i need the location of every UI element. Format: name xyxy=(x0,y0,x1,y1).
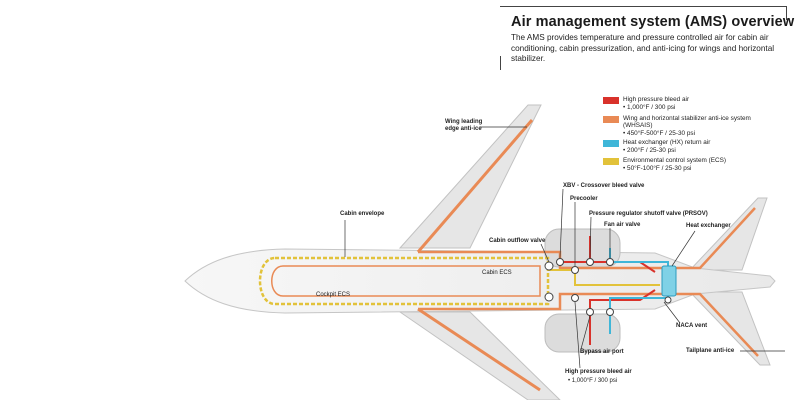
page-title: Air management system (AMS) overview xyxy=(511,14,795,30)
leader-naca xyxy=(663,301,681,324)
valve-lower-2 xyxy=(606,308,614,316)
callout-cabin-ecs: Cabin ECS xyxy=(482,270,512,276)
ecs-supply xyxy=(548,269,660,286)
bleed-lower xyxy=(589,289,656,345)
callout-hp-bleed-value: • 1,000°F / 300 psi xyxy=(568,378,618,384)
callout-cabin-envelope: Cabin envelope xyxy=(340,211,385,217)
legend-swatch-ecs xyxy=(603,158,619,165)
callout-xbv: XBV - Crossover bleed valve xyxy=(563,183,645,189)
title-frame-left xyxy=(500,56,501,70)
callout-cockpit-ecs: Cockpit ECS xyxy=(316,292,351,298)
legend-swatch-anti-ice xyxy=(603,116,619,123)
upper-wing xyxy=(398,104,542,249)
anti-ice-trunk-lower xyxy=(418,292,650,311)
valve-lower-3 xyxy=(571,294,579,302)
callout-bypass-air-port: Bypass air port xyxy=(580,349,624,355)
legend-swatch-bleed xyxy=(603,97,619,104)
xbv-valve xyxy=(556,258,564,266)
page-subtitle: The AMS provides temperature and pressur… xyxy=(511,33,775,64)
legend-value: • 450°F-500°F / 25-30 psi xyxy=(623,130,696,137)
wing-anti-ice-lower xyxy=(417,307,541,392)
legend-value: • 1,000°F / 300 psi xyxy=(623,104,676,111)
legend-label: Environmental control system (ECS) xyxy=(623,157,726,164)
callout-precooler: Precooler xyxy=(570,196,598,202)
legend-label: Heat exchanger (HX) return air xyxy=(623,139,711,146)
fan-air-valve xyxy=(606,258,614,266)
leader-hp-bleed xyxy=(574,301,581,369)
callout-heat-exchanger: Heat exchanger xyxy=(686,223,731,229)
title-frame-top xyxy=(500,6,786,7)
leader-xbv xyxy=(559,188,564,259)
heat-exchanger xyxy=(661,265,677,297)
title-frame-right xyxy=(786,6,787,20)
legend: High pressure bleed air • 1,000°F / 300 … xyxy=(603,96,756,180)
lower-engine xyxy=(544,313,621,353)
callout-hp-bleed-air: High pressure bleed air xyxy=(565,369,632,375)
callout-wing-anti-ice: Wing leading edge anti-ice xyxy=(445,119,483,132)
legend-value: • 50°F-100°F / 25-30 psi xyxy=(623,165,692,172)
callout-naca-vent: NACA vent xyxy=(676,323,708,329)
valve-ecs-lower xyxy=(544,292,554,302)
callout-fan-air-valve: Fan air valve xyxy=(604,222,641,228)
precooler xyxy=(571,266,579,274)
callout-tailplane-anti-ice: Tailplane anti-ice xyxy=(686,348,735,354)
ecs-cockpit-loop xyxy=(271,265,541,297)
leader-hx xyxy=(671,230,696,267)
naca-vent xyxy=(664,296,672,304)
prsov-valve xyxy=(586,258,594,266)
callout-prsov: Pressure regulator shutoff valve (PRSOV) xyxy=(589,211,708,217)
valve-lower-1 xyxy=(586,308,594,316)
legend-swatch-hx xyxy=(603,140,619,147)
legend-label: Wing and horizontal stabilizer anti-ice … xyxy=(623,115,751,130)
leader-prsov xyxy=(589,216,592,259)
callout-cabin-outflow-valve: Cabin outflow valve xyxy=(489,238,546,244)
wing-anti-ice-upper xyxy=(416,119,534,253)
legend-label: High pressure bleed air xyxy=(623,96,690,103)
leader-bypass xyxy=(580,315,591,350)
legend-value: • 200°F / 25-30 psi xyxy=(623,147,676,154)
ecs-cabin-loop xyxy=(258,256,550,306)
leader-outflow xyxy=(540,243,550,263)
cabin-outflow-valve xyxy=(544,261,554,271)
